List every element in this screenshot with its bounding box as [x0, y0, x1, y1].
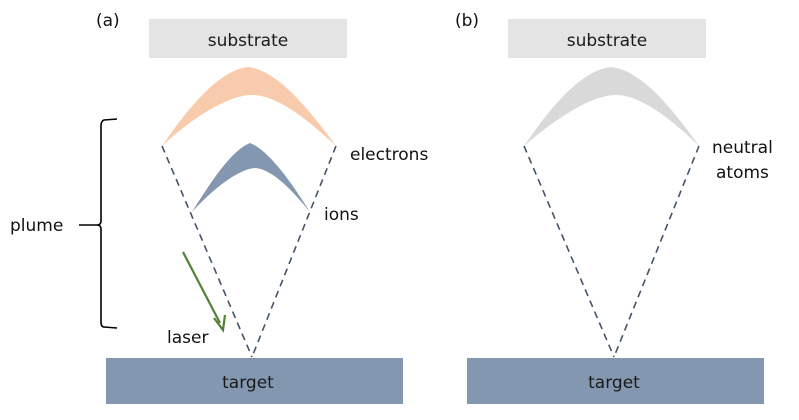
electrons-plume-shape — [162, 67, 336, 146]
panel-b: (b) substrate neutral atoms target — [455, 11, 773, 404]
electrons-label: electrons — [350, 145, 428, 165]
laser-arrow-shaft — [182, 251, 221, 324]
substrate-box-b — [508, 19, 706, 58]
substrate-label-b: substrate — [567, 31, 647, 51]
panel-a: (a) substrate plume laser electrons ions… — [10, 11, 428, 404]
neutral-atoms-label-line1: neutral — [712, 138, 773, 158]
substrate-box-a — [149, 19, 347, 58]
target-label-b: target — [588, 373, 640, 393]
laser-arrow-icon — [213, 314, 227, 333]
target-box-b — [467, 358, 764, 404]
panel-b-label: (b) — [455, 11, 479, 31]
substrate-label-a: substrate — [208, 31, 288, 51]
plume-label: plume — [10, 216, 63, 236]
plume-boundary-left-a — [161, 145, 253, 358]
neutral-atoms-plume-shape — [524, 67, 699, 146]
ions-plume-shape — [192, 143, 310, 212]
plume-boundary-right-b — [613, 145, 700, 358]
panel-a-label: (a) — [96, 11, 120, 31]
plume-boundary-left-b — [523, 145, 615, 358]
plume-bracket — [96, 118, 118, 329]
ions-label: ions — [324, 205, 359, 225]
laser-label: laser — [167, 328, 208, 348]
plume-boundary-right-a — [251, 145, 337, 358]
target-label-a: target — [222, 373, 274, 393]
neutral-atoms-label-line2: atoms — [716, 163, 769, 183]
target-box-a — [106, 358, 403, 404]
